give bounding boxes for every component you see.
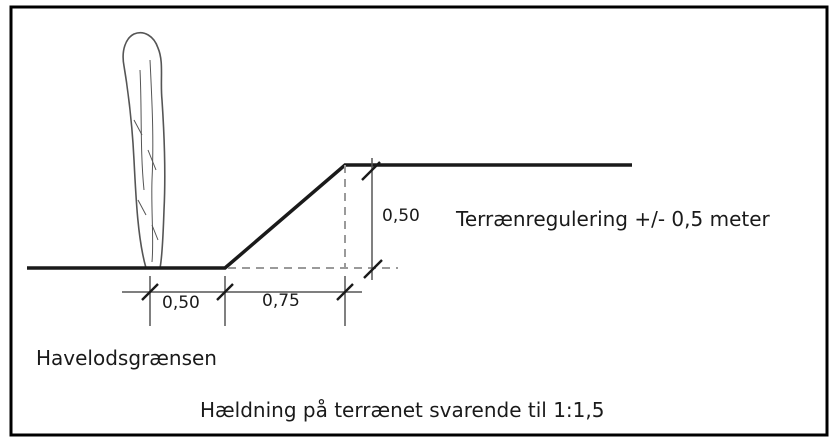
dimension-ticks bbox=[141, 283, 354, 301]
slope-note-label: Hældning på terrænet svarende til 1:1,5 bbox=[200, 398, 604, 422]
dashed-reference-lines bbox=[228, 165, 398, 269]
dimension-0-50-horizontal: 0,50 bbox=[162, 293, 200, 313]
dimension-chain bbox=[122, 276, 362, 326]
terrain-regulation-label: Terrænregulering +/- 0,5 meter bbox=[455, 207, 771, 231]
boundary-label: Havelodsgrænsen bbox=[36, 346, 217, 370]
tree-icon bbox=[122, 32, 166, 269]
dimension-0-50-vertical: 0,50 bbox=[382, 206, 420, 226]
vertical-dimension bbox=[361, 158, 383, 280]
ground-profile bbox=[27, 163, 632, 270]
dimension-0-75: 0,75 bbox=[262, 291, 300, 311]
frame-border bbox=[9, 5, 829, 437]
